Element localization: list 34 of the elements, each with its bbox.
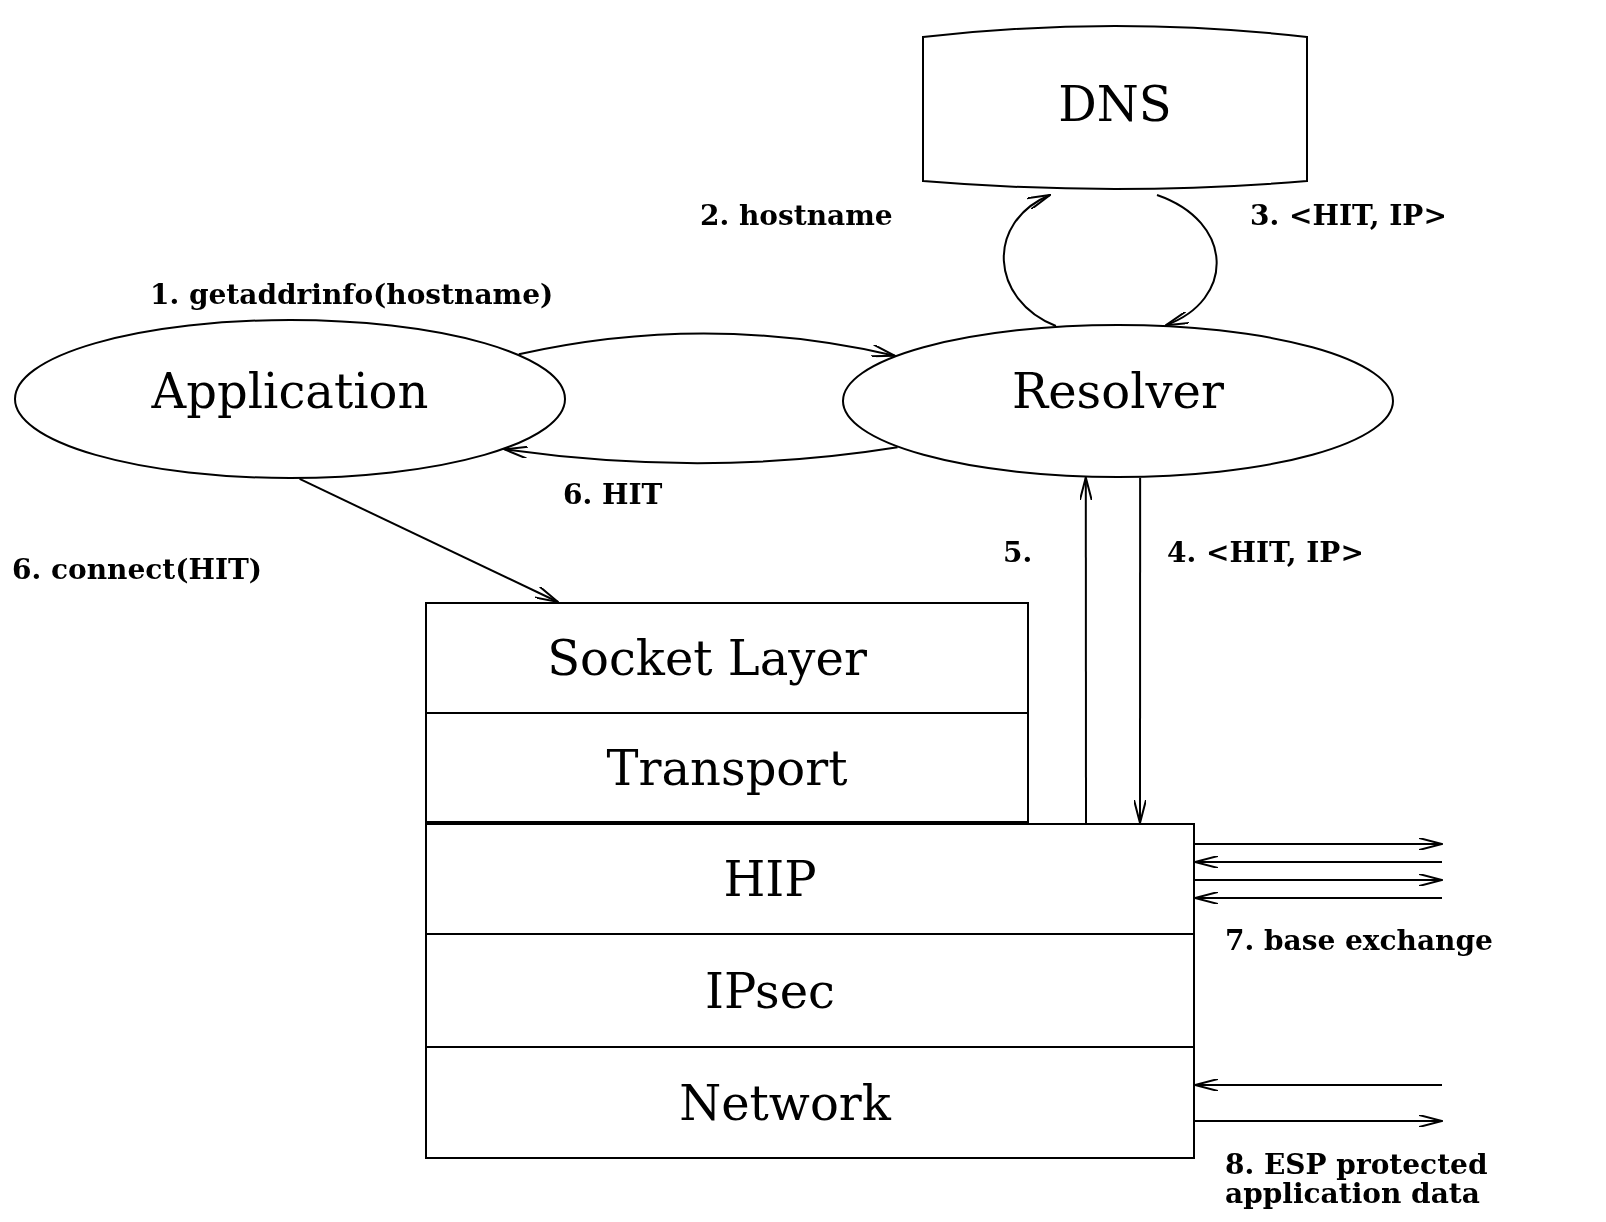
- arrow: [298, 477, 559, 603]
- process-ellipse: [842, 324, 1394, 478]
- node-label: HIP: [723, 855, 817, 903]
- node-label: Resolver: [1012, 367, 1224, 415]
- edge-label: 8. ESP protected application data: [1225, 1150, 1489, 1209]
- edge-label: 6. HIT: [563, 480, 663, 510]
- process-ellipse: [14, 319, 566, 479]
- layer-box: [425, 1046, 1195, 1159]
- edge-label: 6. connect(HIT): [12, 555, 263, 585]
- arrow: [1194, 837, 1443, 851]
- layer-box: [425, 712, 1029, 823]
- edge-label: 1. getaddrinfo(hostname): [150, 280, 554, 310]
- node-label: IPsec: [705, 966, 835, 1015]
- edge-label: 3. <HIT, IP>: [1250, 201, 1447, 231]
- arrow: [503, 445, 899, 465]
- layer-box: [425, 933, 1195, 1048]
- node-label: Network: [679, 1078, 891, 1127]
- edge-label: 7. base exchange: [1225, 926, 1493, 956]
- arrow: [517, 332, 896, 358]
- arrow: [1194, 891, 1443, 905]
- arrow: [1078, 476, 1093, 824]
- edge-label: 5.: [1003, 538, 1033, 568]
- arrow: [1194, 873, 1443, 887]
- arrow: [1133, 476, 1147, 824]
- node-label: DNS: [1058, 80, 1172, 128]
- arrow: [1194, 1078, 1443, 1092]
- arrow: [1194, 855, 1443, 869]
- edge-label: 2. hostname: [700, 201, 893, 231]
- layer-box: [425, 823, 1195, 935]
- arrow: [1194, 1114, 1443, 1128]
- arrow: [1156, 194, 1218, 327]
- edge-label: 4. <HIT, IP>: [1167, 538, 1364, 568]
- layer-box: [425, 602, 1029, 714]
- arrow: [1002, 194, 1057, 327]
